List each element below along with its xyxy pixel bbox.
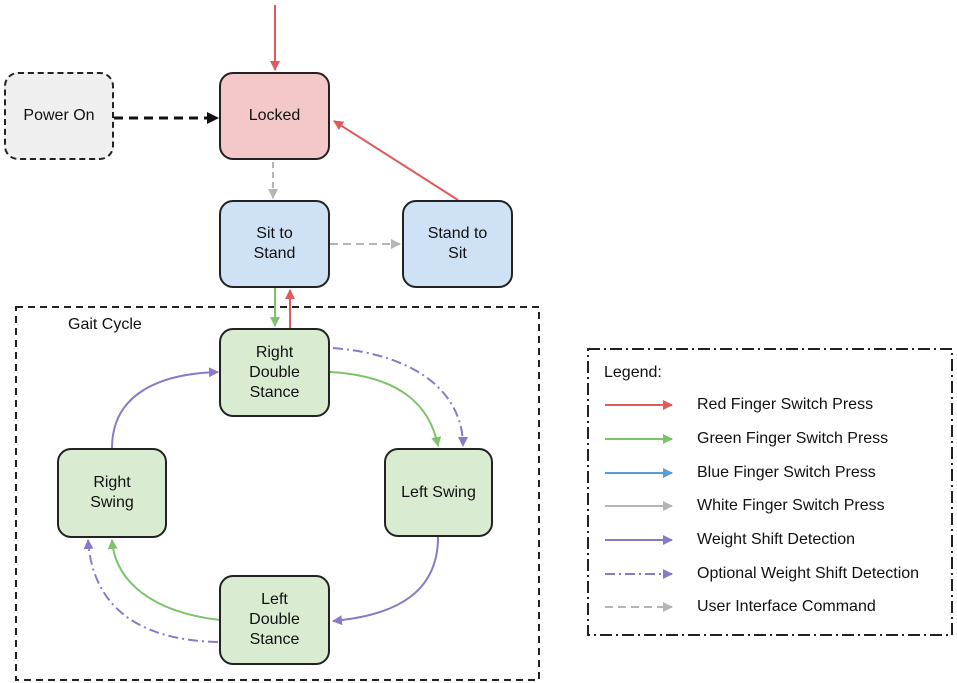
legend-title: Legend: bbox=[604, 364, 662, 381]
node-sit-to-stand: Sit to Stand bbox=[219, 200, 330, 288]
arrow-right-swing-to-right-double-stance bbox=[111, 367, 219, 449]
node-right-swing: Right Swing bbox=[57, 448, 167, 538]
arrow-left-double-stance-to-right-swing-optional bbox=[83, 539, 219, 643]
arrow-left-swing-to-left-double-stance bbox=[332, 536, 439, 626]
legend-label-red: Red Finger Switch Press bbox=[697, 396, 874, 413]
node-left-swing: Left Swing bbox=[384, 448, 493, 537]
arrow-left-double-stance-to-right-swing bbox=[107, 539, 221, 621]
node-power-on: Power On bbox=[4, 72, 114, 160]
legend-label-weight-shift: Weight Shift Detection bbox=[697, 531, 856, 548]
node-locked: Locked bbox=[219, 72, 330, 160]
arrow-stand-to-sit-to-locked bbox=[333, 120, 459, 201]
arrow-right-double-stance-to-left-swing-optional bbox=[332, 347, 468, 447]
gait-cycle-label: Gait Cycle bbox=[68, 316, 142, 333]
legend-label-blue: Blue Finger Switch Press bbox=[697, 464, 876, 481]
arrow-right-double-stance-to-left-swing bbox=[329, 371, 442, 447]
legend-label-white: White Finger Switch Press bbox=[697, 497, 885, 514]
legend-label-optional-weight-shift: Optional Weight Shift Detection bbox=[697, 565, 920, 582]
node-left-double-stance: Left Double Stance bbox=[219, 575, 330, 665]
node-right-double-stance: Right Double Stance bbox=[219, 328, 330, 417]
legend-label-green: Green Finger Switch Press bbox=[697, 430, 889, 447]
legend-label-ui-command: User Interface Command bbox=[697, 598, 876, 615]
node-stand-to-sit: Stand to Sit bbox=[402, 200, 513, 288]
legend-box bbox=[587, 348, 953, 636]
gait-cycle-group-box bbox=[15, 306, 540, 681]
